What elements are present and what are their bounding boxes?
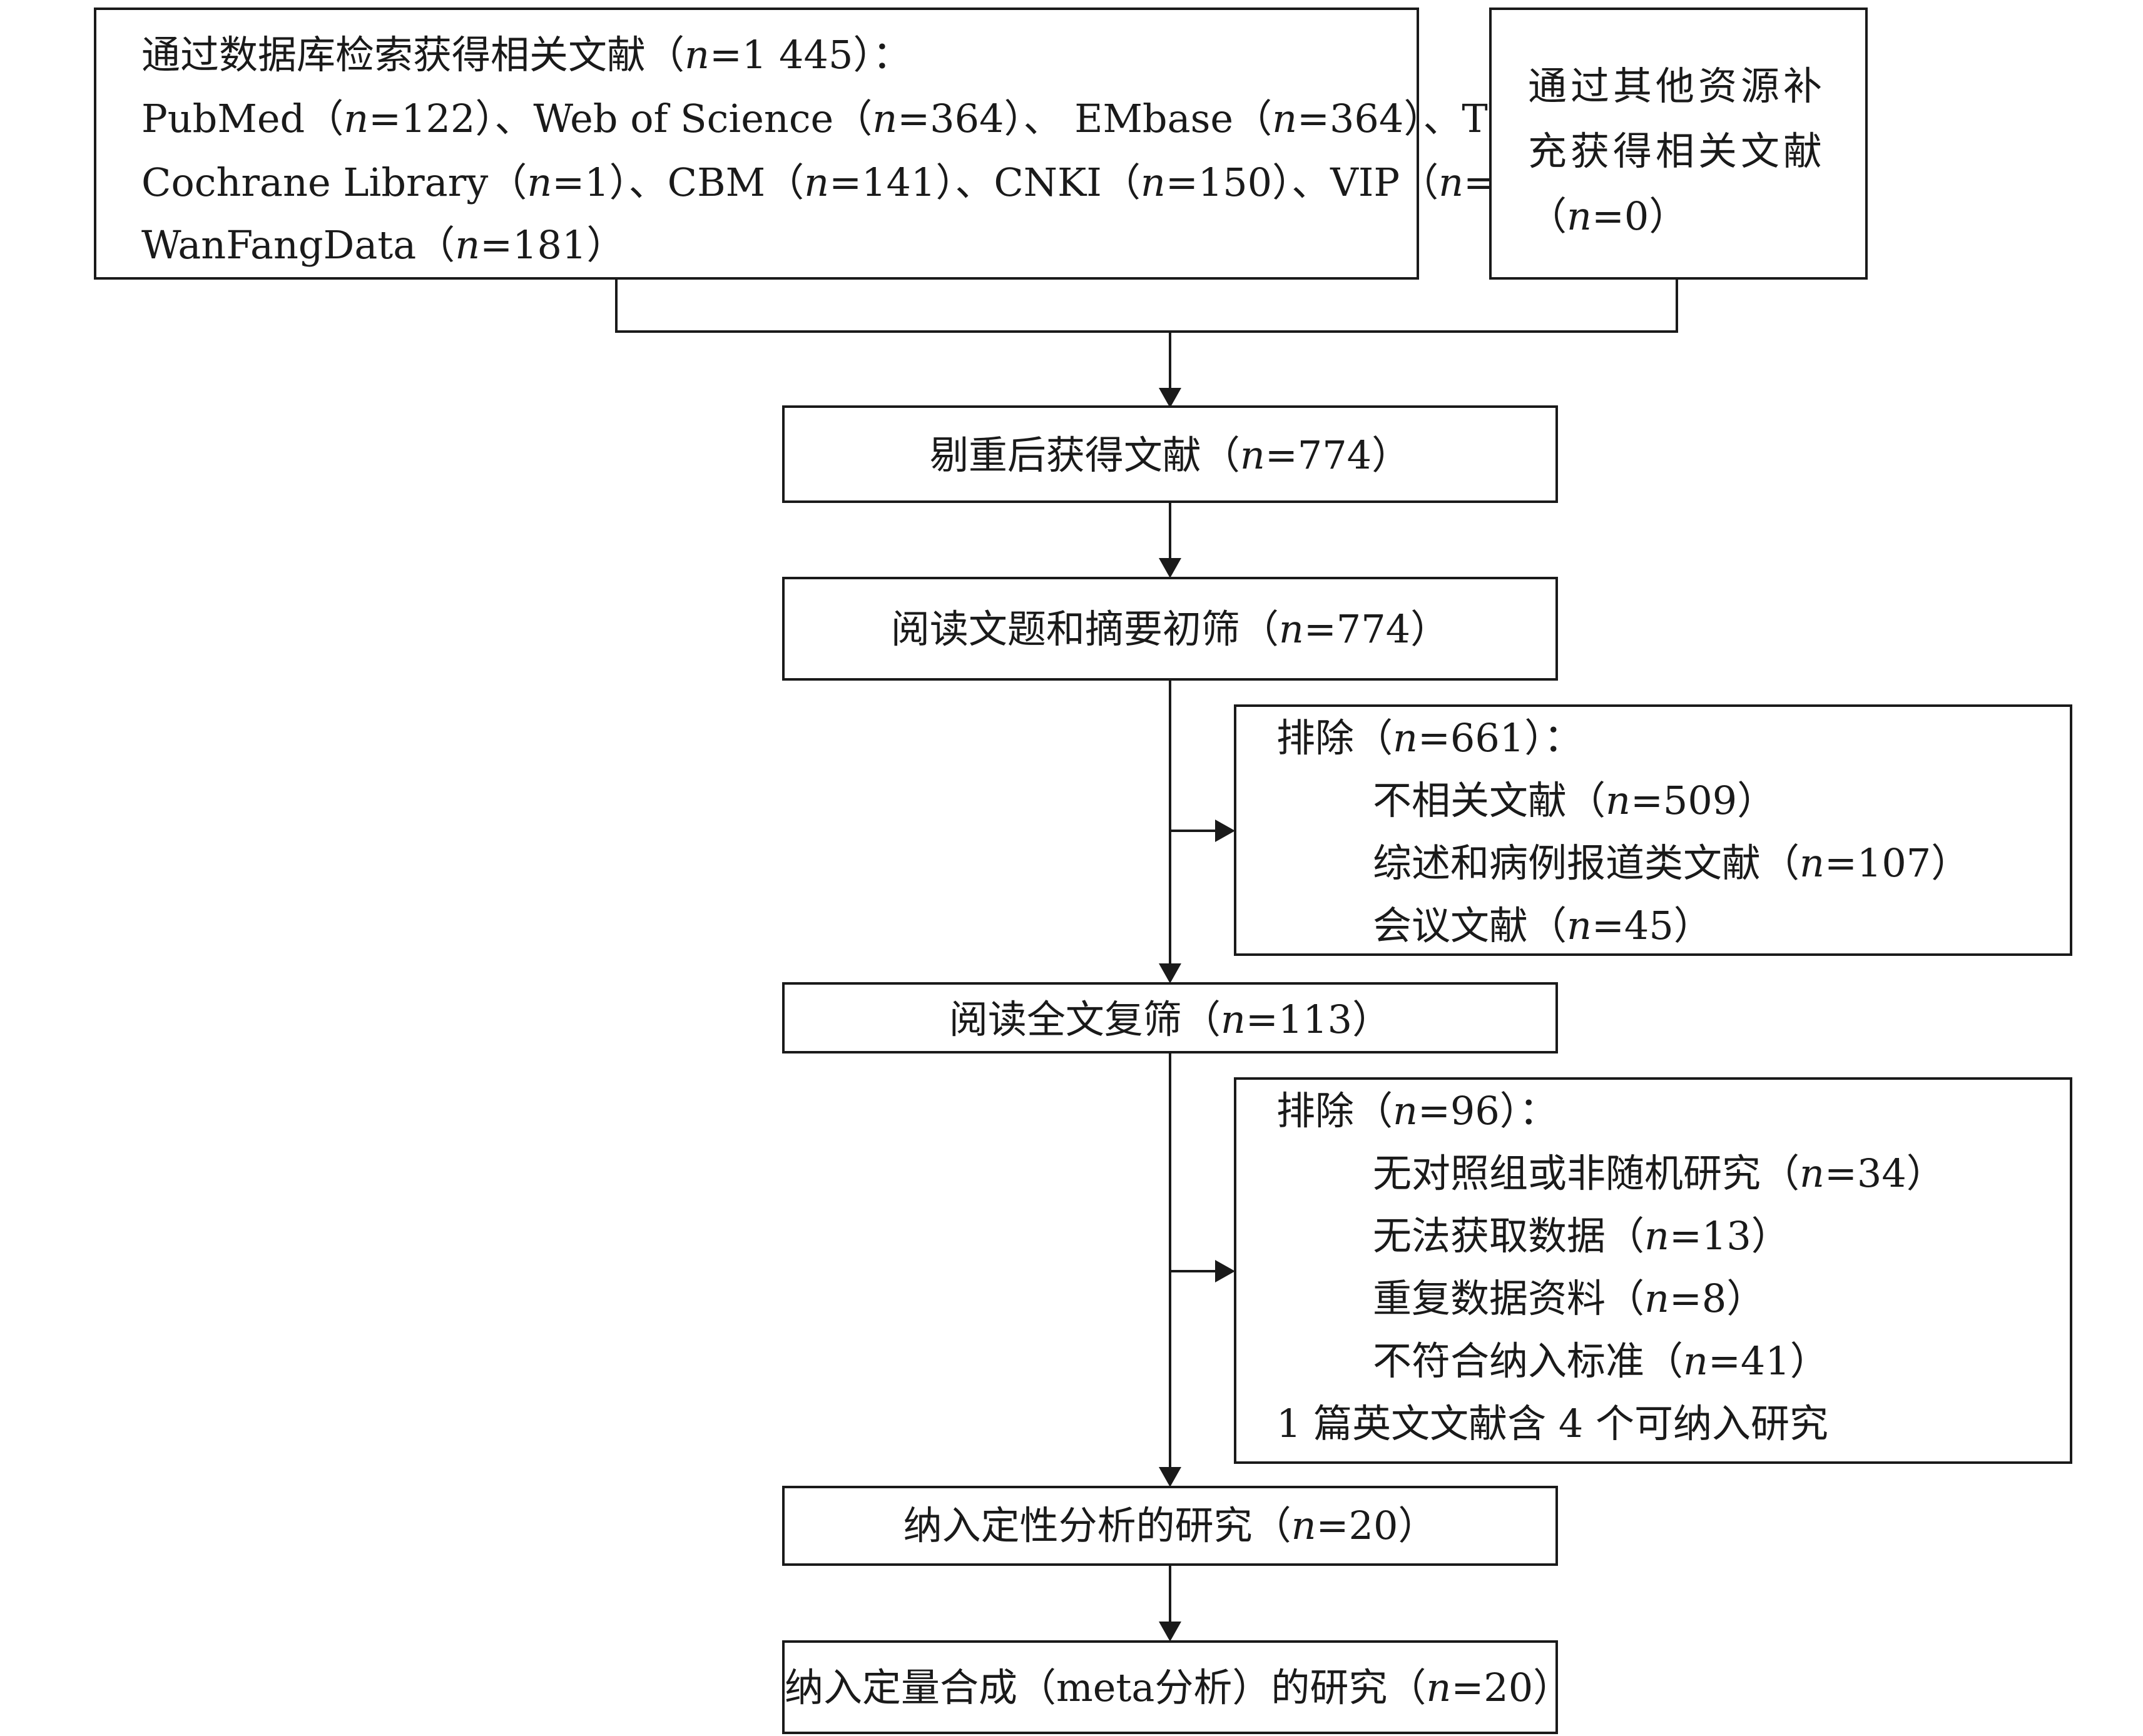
exclusion2-item: 重复数据资料（n=8） bbox=[1373, 1276, 1766, 1321]
title-abstract-label: 阅读文题和摘要初筛（n=774） bbox=[890, 606, 1450, 652]
other-line-1: 通过其他资源补 bbox=[1528, 63, 1826, 109]
qualitative-box: 纳入定性分析的研究（n=20） bbox=[782, 1486, 1558, 1566]
exclusion1-item: 不相关文献（n=509） bbox=[1373, 778, 1776, 823]
fulltext-label: 阅读全文复筛（n=113） bbox=[949, 997, 1392, 1042]
title-abstract-screening-box: 阅读文题和摘要初筛（n=774） bbox=[782, 577, 1558, 681]
quantitative-label: 纳入定量合成（meta分析）的研究（n=20） bbox=[785, 1665, 1572, 1710]
database-line-4: WanFangData（n=181） bbox=[141, 222, 626, 268]
exclusion2-item: 无对照组或非随机研究（n=34） bbox=[1373, 1150, 1945, 1196]
arrowhead-qualitative bbox=[1159, 1467, 1181, 1487]
qualitative-label: 纳入定性分析的研究（n=20） bbox=[903, 1503, 1437, 1548]
other-sources-box: 通过其他资源补 充获得相关文献 （n=0） bbox=[1489, 8, 1868, 280]
arrowhead-dedup bbox=[1159, 388, 1181, 408]
arrowhead-fulltext bbox=[1159, 963, 1181, 983]
exclusion1-item: 会议文献（n=45） bbox=[1373, 903, 1713, 948]
arrowhead-exclusion2 bbox=[1215, 1260, 1235, 1282]
quantitative-box: 纳入定量合成（meta分析）的研究（n=20） bbox=[782, 1640, 1572, 1734]
database-line-1: 通过数据库检索获得相关文献（n=1 445）： bbox=[141, 32, 912, 78]
dedup-label: 剔重后获得文献（n=774） bbox=[929, 432, 1411, 478]
exclusion-box-2: 排除（n=96）： 无对照组或非随机研究（n=34） 无法获取数据（n=13） … bbox=[1234, 1077, 2072, 1464]
database-line-2: PubMed（n=122）、Web of Science（n=364）、 EMb… bbox=[141, 96, 1536, 141]
dedup-box: 剔重后获得文献（n=774） bbox=[782, 405, 1558, 503]
other-line-3: （n=0） bbox=[1528, 193, 1688, 239]
exclusion2-header: 排除（n=96）： bbox=[1276, 1088, 1558, 1134]
exclusion2-item: 不符合纳入标准（n=41） bbox=[1373, 1338, 1829, 1384]
database-search-box: 通过数据库检索获得相关文献（n=1 445）： PubMed（n=122）、We… bbox=[94, 8, 1628, 280]
fulltext-screening-box: 阅读全文复筛（n=113） bbox=[782, 982, 1558, 1053]
exclusion2-item: 无法获取数据（n=13） bbox=[1373, 1213, 1790, 1259]
arrowhead-exclusion1 bbox=[1215, 820, 1235, 842]
arrowhead-quantitative bbox=[1159, 1622, 1181, 1642]
database-line-3: Cochrane Library（n=1）、CBM（n=141）、CNKI（n=… bbox=[141, 160, 1628, 205]
arrowhead-title-screen bbox=[1159, 558, 1181, 578]
exclusion-box-1: 排除（n=661）： 不相关文献（n=509） 综述和病例报道类文献（n=107… bbox=[1234, 704, 2072, 956]
exclusion1-header: 排除（n=661）： bbox=[1276, 715, 1583, 761]
other-line-2: 充获得相关文献 bbox=[1528, 128, 1826, 174]
exclusion1-item: 综述和病例报道类文献（n=107） bbox=[1373, 840, 1970, 886]
exclusion2-note: 1 篇英文文献含 4 个可纳入研究 bbox=[1276, 1401, 1829, 1446]
